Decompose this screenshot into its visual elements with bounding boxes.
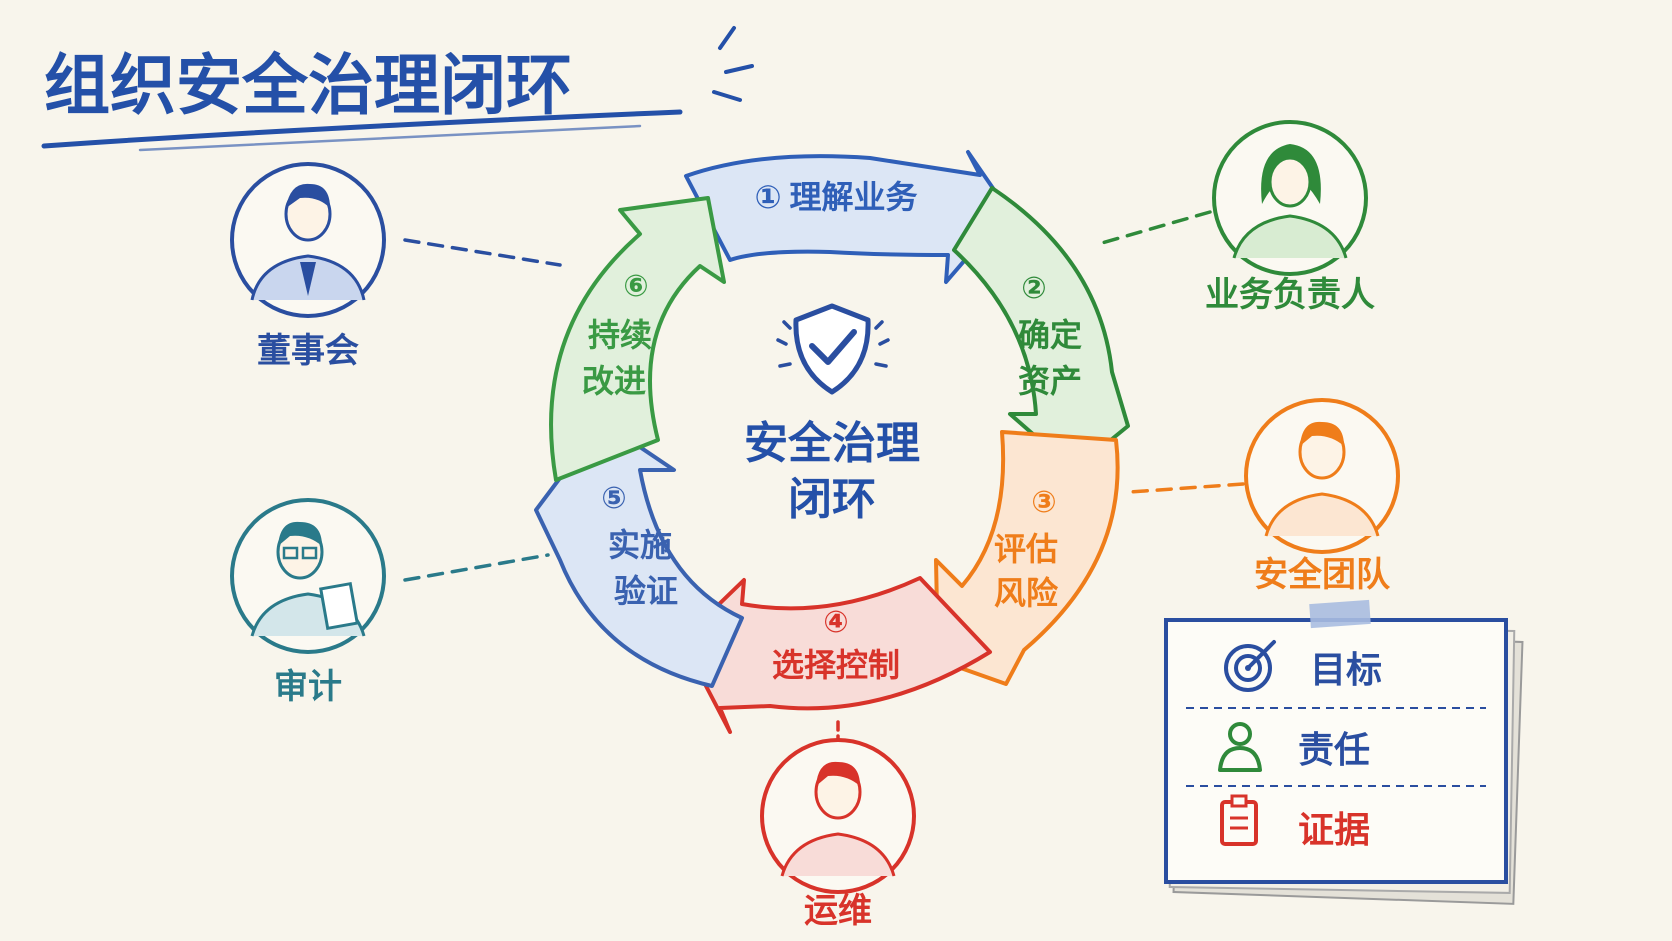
step-5-line2: 验证 <box>614 572 678 610</box>
arrow-step-4 <box>680 576 992 734</box>
step-2-number: ② <box>1021 271 1046 306</box>
arrow-step-2 <box>952 186 1130 472</box>
arrow-step-6 <box>549 196 726 482</box>
step-4-number: ④ <box>823 605 848 640</box>
step-6-number: ⑥ <box>623 269 648 304</box>
connector-auditor <box>403 553 550 582</box>
role-auditor-label: 审计 <box>274 667 342 707</box>
legend-responsibility-label: 责任 <box>1298 730 1370 771</box>
role-board-label: 董事会 <box>257 331 359 371</box>
step-2-line1: 确定 <box>1018 316 1082 354</box>
page-title: 组织安全治理闭环 <box>44 47 572 124</box>
tape-strip <box>1309 599 1371 629</box>
operations-avatar-icon <box>760 738 916 894</box>
security-team-avatar-icon <box>1244 398 1400 554</box>
title-sparkle-icon <box>712 26 754 102</box>
legend-card <box>1164 599 1524 905</box>
step-3-number: ③ <box>1031 485 1056 520</box>
step-4-label: 选择控制 <box>772 646 900 684</box>
connector-business-owner <box>1093 210 1212 247</box>
legend-goal-label: 目标 <box>1310 650 1382 691</box>
clipboard-icon <box>1220 794 1258 846</box>
board-member-avatar-icon <box>230 162 386 318</box>
title-underline <box>41 109 683 149</box>
role-business-owner-label: 业务负责人 <box>1205 275 1375 315</box>
auditor-avatar-icon <box>230 498 386 654</box>
connector-security-team <box>1128 482 1245 494</box>
step-5-number: ⑤ <box>601 481 626 516</box>
role-operations-label: 运维 <box>804 891 872 931</box>
center-title-line1: 安全治理 <box>744 418 920 469</box>
center-title-line2: 闭环 <box>788 474 876 525</box>
step-3-line1: 评估 <box>994 530 1058 568</box>
shield-check-icon <box>776 303 890 395</box>
step-6-line2: 改进 <box>582 362 646 400</box>
step-6-line1: 持续 <box>588 316 652 354</box>
target-icon <box>1224 640 1276 692</box>
role-security-team-label: 安全团队 <box>1254 555 1391 595</box>
arrow-step-3 <box>934 430 1120 686</box>
person-icon <box>1218 722 1262 772</box>
connector-board <box>403 238 562 267</box>
legend-evidence-label: 证据 <box>1298 810 1370 851</box>
step-5-line1: 实施 <box>608 526 672 564</box>
step-2-line2: 资产 <box>1018 362 1082 400</box>
arrow-step-1 <box>684 150 1010 284</box>
title-underline-2 <box>138 124 642 152</box>
step-3-line2: 风险 <box>994 574 1059 612</box>
business-owner-avatar-icon <box>1212 120 1368 276</box>
